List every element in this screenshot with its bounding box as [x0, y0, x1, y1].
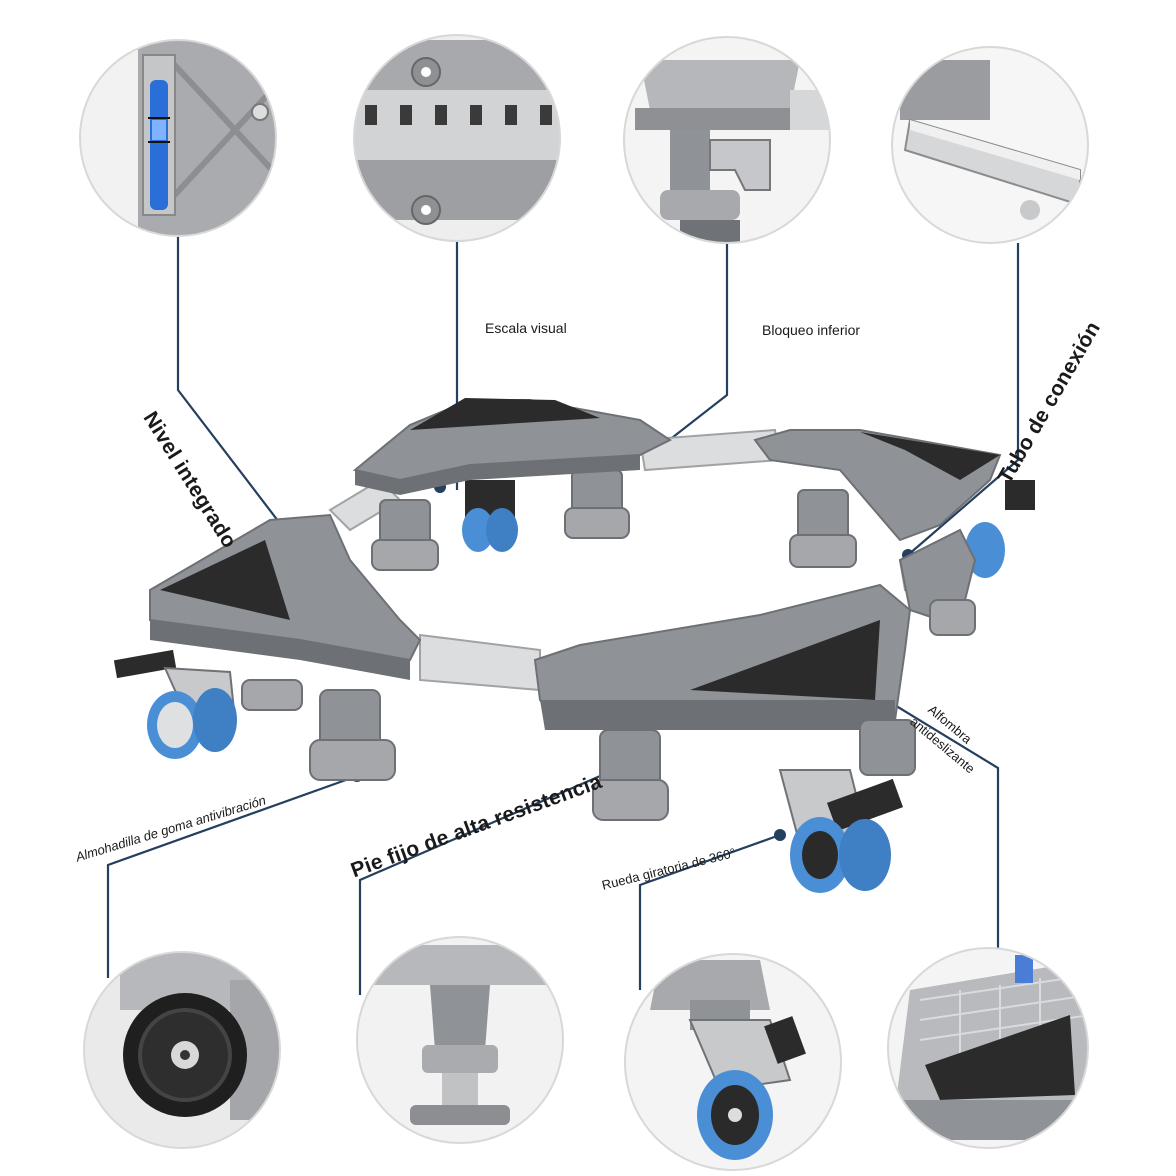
detail-circle-wheel — [624, 953, 842, 1171]
detail-circle-lock — [623, 36, 831, 244]
line-foot — [358, 768, 615, 995]
line-tube — [907, 243, 1020, 556]
foot-icon — [410, 985, 510, 1125]
detail-circle-level — [79, 39, 277, 237]
label-visual-scale: Escala visual — [485, 320, 567, 336]
back-corner-right — [753, 429, 1002, 542]
line-level — [176, 236, 286, 531]
wheel-icon — [688, 1016, 806, 1160]
front-right-corner — [533, 583, 912, 730]
level-icon — [148, 80, 170, 210]
detail-circle-scale — [353, 34, 561, 242]
mat-icon — [925, 1015, 1075, 1100]
detail-circle-pad — [83, 951, 281, 1149]
right-wheel — [965, 480, 1035, 578]
front-left-wheel — [113, 649, 237, 759]
line-pad — [106, 774, 358, 978]
lock-icon — [709, 139, 771, 191]
back-feet — [371, 469, 857, 571]
back-wheel — [462, 480, 518, 552]
detail-circle-foot — [356, 936, 564, 1144]
detail-circle-mat — [887, 947, 1089, 1149]
label-lower-lock: Bloqueo inferior — [762, 322, 861, 338]
line-lock — [649, 243, 729, 456]
detail-circle-tube — [891, 46, 1089, 244]
back-corner-left — [352, 398, 672, 495]
line-wheel — [638, 833, 781, 990]
front-feet — [241, 599, 976, 821]
product-stand-illustration — [113, 398, 1035, 893]
scale-icon — [365, 105, 552, 125]
front-right-wheel — [778, 769, 904, 893]
front-left-corner — [149, 513, 422, 680]
pad-icon — [123, 993, 247, 1117]
